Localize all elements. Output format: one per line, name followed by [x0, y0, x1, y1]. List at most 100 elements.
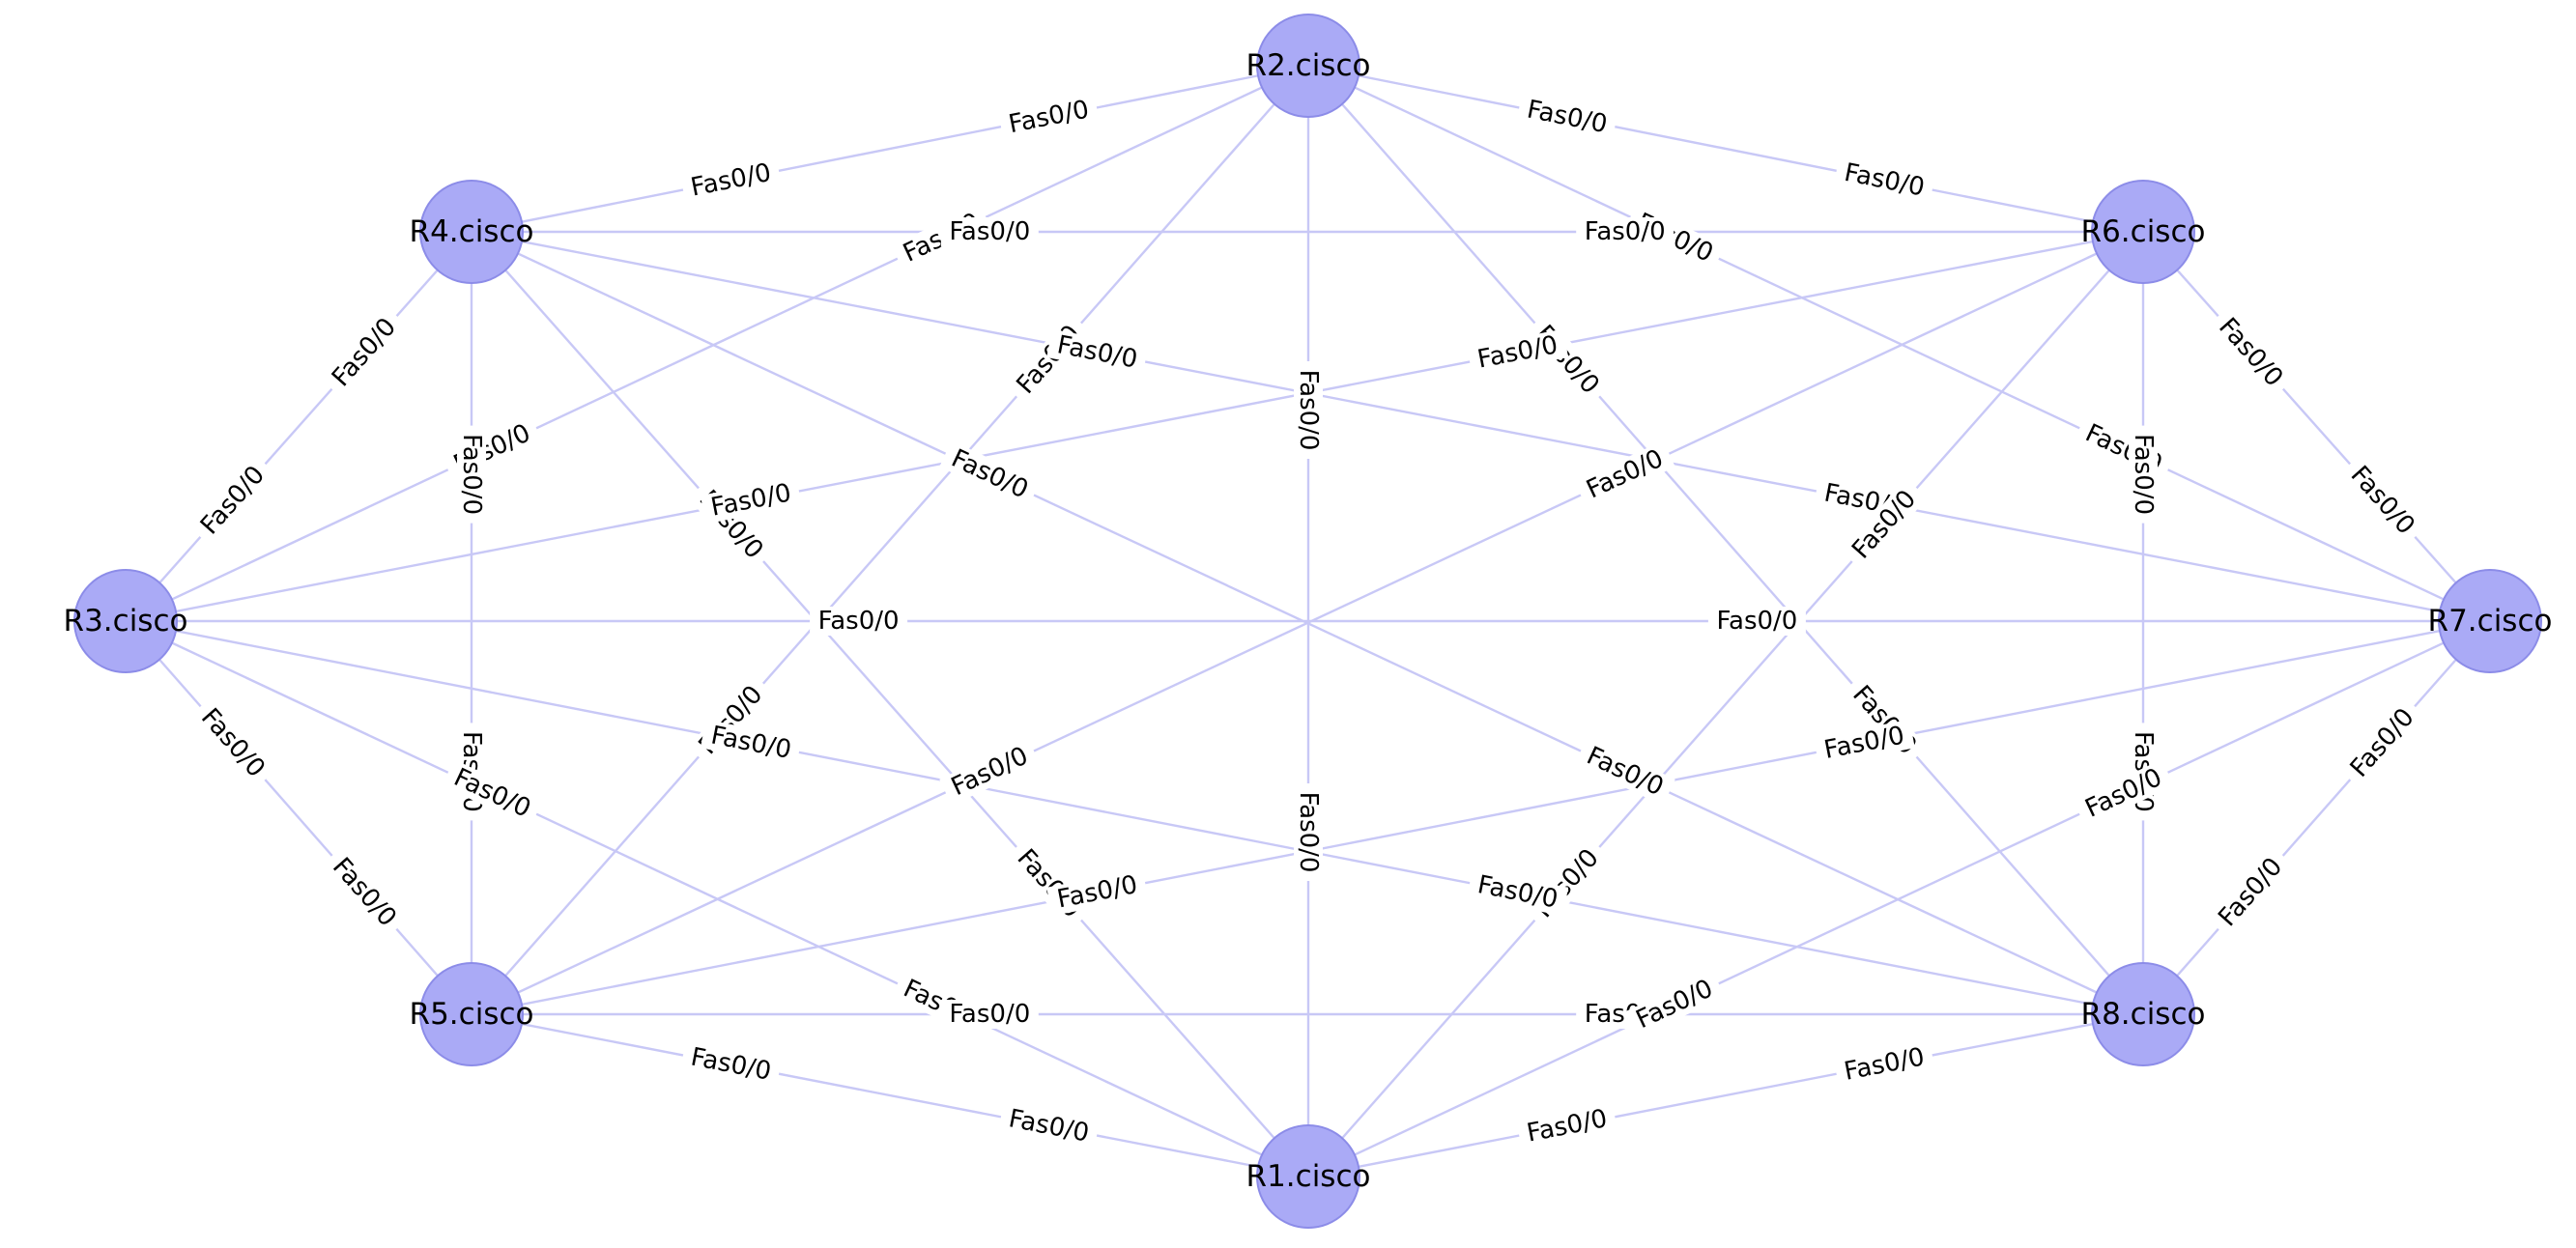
port-label-r3-to-r4-text: Fas0/0: [195, 461, 271, 541]
port-label-r6-to-r8-bg: [2129, 425, 2158, 524]
edge-r5-r7: [471, 619, 2491, 1016]
router-icon: [1256, 14, 1360, 118]
port-label-r5-to-r1: Fas0/0: [680, 1040, 782, 1089]
port-label-r6-to-r7-bg: [2207, 306, 2295, 399]
node-label-r7: R7.cisco: [2428, 604, 2553, 638]
port-label-r1-to-r2-bg: [1294, 783, 1323, 881]
port-label-r2-to-r4-text: Fas0/0: [1006, 95, 1091, 139]
port-label-r5-to-r1-bg: [680, 1040, 782, 1089]
port-label-r5-to-r3: Fas0/0: [321, 845, 408, 939]
port-label-r2-to-r6-bg: [1516, 93, 1618, 141]
port-label-r3-to-r8-bg: [700, 719, 802, 767]
node-r6[interactable]: R6.cisco: [2081, 180, 2206, 284]
port-label-r6-to-r7-text: Fas0/0: [2213, 313, 2288, 393]
port-label-r4-to-r7: Fas0/0: [1046, 328, 1149, 377]
edge-r6-r5: [471, 230, 2144, 1016]
edge-r2-r7: [1307, 64, 2491, 623]
node-r5[interactable]: R5.cisco: [410, 962, 534, 1066]
port-label-r4-to-r8: Fas0/0: [939, 440, 1041, 509]
port-label-r3-to-r1-bg: [442, 759, 543, 828]
port-label-r7-to-r5-bg: [1813, 719, 1915, 767]
port-label-r7-to-r2: Fas0/0: [2073, 414, 2174, 483]
port-label-r3-to-r8-text: Fas0/0: [708, 721, 793, 764]
port-label-r8-to-r3-text: Fas0/0: [1475, 870, 1560, 914]
edge-r4-r3: [125, 231, 472, 622]
node-r1[interactable]: R1.cisco: [1246, 1124, 1371, 1229]
port-label-r4-to-r2: Fas0/0: [680, 156, 782, 205]
port-label-r7-to-r3-text: Fas0/0: [1716, 607, 1797, 636]
port-label-r4-to-r5: Fas0/0: [457, 425, 486, 524]
port-label-r3-to-r5: Fas0/0: [189, 696, 276, 790]
port-label-r7-to-r3-bg: [1707, 607, 1806, 636]
port-label-r6-to-r3-text: Fas0/0: [1475, 330, 1560, 374]
node-label-r4: R4.cisco: [410, 214, 534, 249]
port-label-r8-to-r4-text: Fas0/0: [1582, 742, 1668, 803]
port-label-r4-to-r3-text: Fas0/0: [327, 313, 402, 393]
router-icon: [2091, 962, 2195, 1066]
port-label-r7-to-r1: Fas0/0: [2073, 759, 2174, 828]
port-label-r3-to-r4: Fas0/0: [189, 454, 276, 547]
port-label-r7-to-r8-text: Fas0/0: [2345, 703, 2420, 783]
port-label-r4-to-r2-bg: [680, 156, 782, 205]
port-label-r1-to-r5-bg: [998, 1102, 1100, 1150]
node-r4[interactable]: R4.cisco: [410, 180, 534, 284]
port-label-r4-to-r6: Fas0/0: [940, 217, 1039, 246]
node-label-r6: R6.cisco: [2081, 214, 2206, 249]
port-label-r2-to-r6: Fas0/0: [1516, 93, 1618, 141]
port-label-r3-to-r2: Fas0/0: [442, 414, 543, 483]
port-label-r5-to-r7: Fas0/0: [1046, 868, 1149, 917]
port-label-r5-to-r8: Fas0/0: [940, 1000, 1039, 1029]
port-label-r7-to-r1-bg: [2073, 759, 2174, 828]
port-label-r8-to-r4-bg: [1574, 737, 1675, 806]
port-label-r6-to-r2-text: Fas0/0: [1842, 158, 1927, 203]
port-label-r7-to-r5-text: Fas0/0: [1821, 721, 1906, 764]
edge-r2-r3: [125, 64, 1309, 623]
port-label-r6-to-r4: Fas0/0: [1576, 217, 1674, 246]
port-label-r7-to-r8-bg: [2339, 696, 2426, 789]
router-icon: [73, 569, 178, 673]
node-r8[interactable]: R8.cisco: [2081, 962, 2206, 1066]
port-label-r5-to-r3-text: Fas0/0: [327, 852, 402, 932]
port-label-r4-to-r8-bg: [939, 440, 1041, 509]
port-label-r3-to-r4-bg: [189, 454, 276, 547]
edge-r3-r1: [125, 619, 1309, 1178]
port-label-r5-to-r8-bg: [940, 1000, 1039, 1029]
edge-r5-r1: [471, 1012, 1309, 1178]
port-label-r3-to-r5-bg: [189, 696, 276, 790]
port-label-r3-to-r6-text: Fas0/0: [708, 478, 793, 522]
port-label-r2-to-r4: Fas0/0: [998, 93, 1100, 141]
port-label-r1-to-r8: Fas0/0: [1516, 1102, 1618, 1150]
port-label-r3-to-r7: Fas0/0: [810, 607, 908, 636]
port-label-r7-to-r8: Fas0/0: [2339, 696, 2426, 789]
port-label-r1-to-r7: Fas0/0: [1624, 970, 1726, 1038]
node-r2[interactable]: R2.cisco: [1246, 14, 1371, 118]
node-label-r1: R1.cisco: [1246, 1159, 1371, 1194]
port-label-r6-to-r8: Fas0/0: [2129, 425, 2158, 524]
port-label-r2-to-r1-bg: [1294, 361, 1323, 459]
node-r3[interactable]: R3.cisco: [64, 569, 188, 673]
edge-r2-r6: [1307, 64, 2144, 234]
router-icon: [419, 180, 524, 284]
edge-r4-r7: [471, 230, 2491, 623]
port-label-r4-to-r3-bg: [321, 306, 408, 399]
edge-r2-r5: [471, 65, 1309, 1015]
port-label-r4-to-r2-text: Fas0/0: [688, 158, 773, 203]
edge-r6-r3: [125, 230, 2144, 623]
port-label-r3-to-r6: Fas0/0: [700, 476, 802, 525]
port-label-r8-to-r3: Fas0/0: [1467, 868, 1569, 917]
port-label-r8-to-r7-text: Fas0/0: [2213, 852, 2288, 932]
port-label-r4-to-r7-bg: [1046, 328, 1149, 377]
port-label-r5-to-r1-text: Fas0/0: [688, 1042, 773, 1086]
port-label-r4-to-r6-bg: [940, 217, 1039, 246]
port-label-r5-to-r6-text: Fas0/0: [947, 742, 1033, 803]
port-label-r8-to-r7-bg: [2207, 846, 2294, 939]
port-label-r6-to-r4-bg: [1576, 217, 1674, 246]
node-r7[interactable]: R7.cisco: [2428, 569, 2553, 673]
edge-r8-r7: [2142, 620, 2491, 1015]
port-label-r4-to-r8-text: Fas0/0: [947, 444, 1033, 505]
port-label-r4-to-r3: Fas0/0: [321, 306, 408, 399]
port-label-r6-to-r1-bg: [1841, 478, 1928, 571]
port-label-r1-to-r5: Fas0/0: [998, 1102, 1100, 1150]
port-label-r4-to-r5-text: Fas0/0: [457, 434, 486, 515]
port-label-r2-to-r1-text: Fas0/0: [1294, 370, 1323, 451]
